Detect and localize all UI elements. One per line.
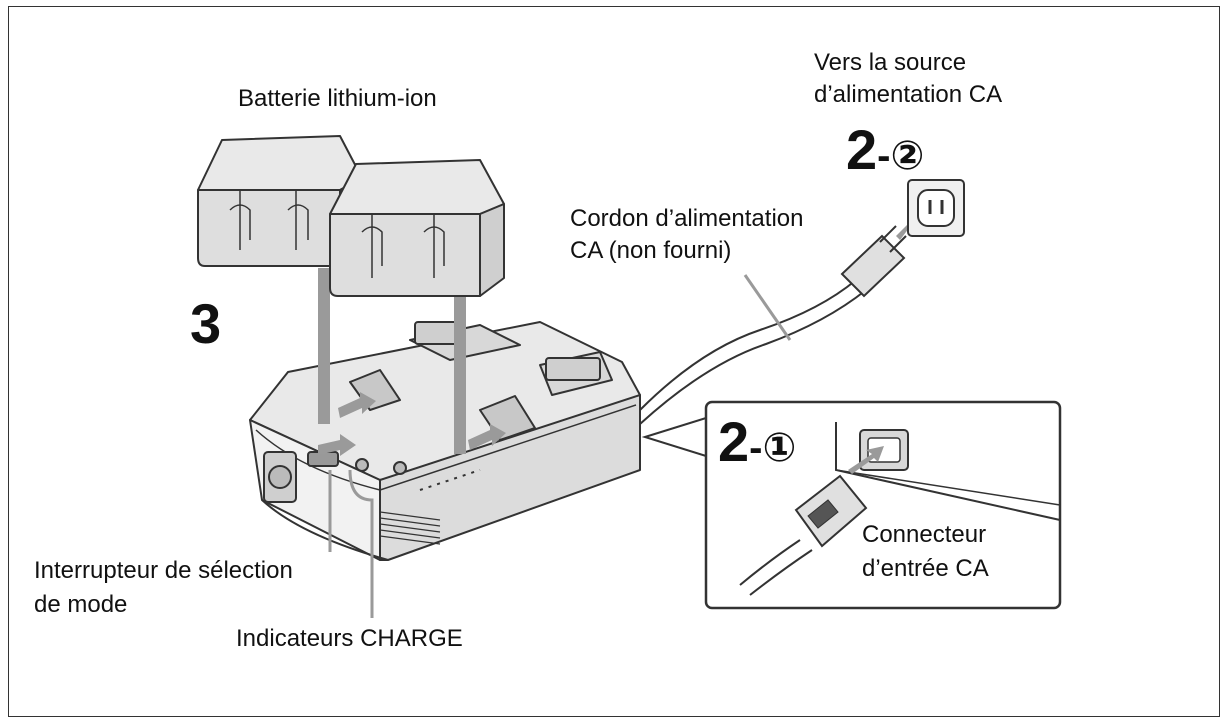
battery-insertion-guide [318, 268, 466, 454]
step-3-label: 3 [190, 292, 222, 355]
slide-arrow-icon [318, 392, 506, 456]
mode-switch-label-line1: Interrupteur de sélection [34, 557, 293, 584]
ac-source-label-line2: d’alimentation CA [814, 81, 1003, 108]
ac-plug-icon [840, 225, 907, 298]
connector-label-line2: d’entrée CA [862, 555, 989, 582]
battery-charger [249, 321, 641, 561]
ac-power-cord [639, 279, 867, 425]
connector-inset [641, 400, 1062, 610]
mode-switch-label-line2: de mode [34, 591, 128, 618]
cord-label-line2: CA (non fourni) [570, 237, 732, 264]
diagram-frame [8, 6, 1220, 717]
charge-indicators-label: Indicateurs CHARGE [236, 625, 463, 652]
ac-source-label-line1: Vers la source [814, 49, 967, 76]
cord-label-line1: Cordon d’alimentation [570, 205, 804, 232]
wall-outlet-icon [907, 179, 965, 237]
connector-label-line1: Connecteur [862, 521, 987, 548]
step-2-2-label: 2-② [846, 118, 925, 181]
battery-pack-right [329, 159, 505, 297]
step-2-1-label: 2-① [718, 410, 797, 473]
battery-label: Batterie lithium-ion [238, 85, 437, 112]
